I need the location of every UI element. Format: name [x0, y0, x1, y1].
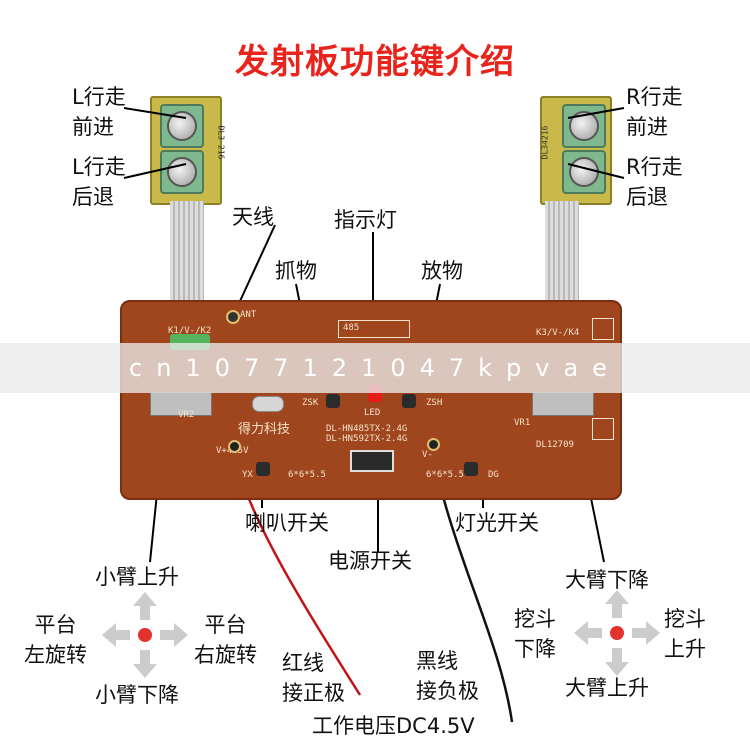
mount-square-right [592, 318, 614, 340]
label-black-wire: 黑线接负极 [416, 649, 479, 703]
board-485-box: 485 [338, 320, 410, 338]
right-direction-pad [574, 590, 660, 676]
right-ribbon-cable [545, 201, 579, 301]
label-l-forward: L行走前进 [72, 85, 126, 139]
board-vminus: V- [422, 450, 433, 460]
red-wire-terminal [228, 440, 241, 453]
watermark-band: cn1077121047kpvae [0, 343, 750, 393]
right-arrows [574, 590, 660, 676]
board-vr1: VR1 [514, 418, 531, 428]
label-horn-switch: 喇叭开关 [245, 511, 329, 535]
horn-button[interactable] [256, 462, 270, 476]
label-small-arm-down: 小臂下降 [95, 683, 179, 707]
board-k34: K3/V-/K4 [536, 328, 580, 338]
grab-button[interactable] [326, 394, 340, 408]
board-dg: DG [488, 470, 499, 480]
board-brand: 得力科技 [238, 422, 291, 437]
power-switch[interactable] [350, 450, 394, 472]
label-light-switch: 灯光开关 [455, 511, 539, 535]
board-vr2: VR2 [178, 410, 195, 420]
board-k12: K1/V-/K2 [168, 326, 212, 336]
board-led: LED [364, 408, 381, 418]
label-voltage: 工作电压DC4.5V [312, 714, 475, 738]
right-back-knob[interactable] [569, 157, 599, 187]
left-back-knob[interactable] [167, 157, 197, 187]
label-l-back: L行走后退 [72, 155, 126, 209]
board-zsk: ZSK [302, 398, 319, 408]
label-big-arm-up: 大臂上升 [565, 676, 649, 700]
page-title: 发射板功能键介绍 [235, 42, 515, 82]
board-yx: YX [242, 470, 253, 480]
label-release: 放物 [421, 259, 463, 283]
right-center-dot [610, 626, 624, 640]
antenna-hole [226, 310, 240, 324]
label-antenna: 天线 [232, 205, 274, 229]
mount-square-right-bottom [592, 418, 614, 440]
board-size2: 6*6*5.5 [426, 470, 464, 480]
board-zsh: ZSH [426, 398, 443, 408]
label-small-arm-up: 小臂上升 [95, 565, 179, 589]
right-pcb-module: DL34216 [540, 96, 612, 205]
board-model2: DL-HN592TX-2.4G [326, 434, 408, 444]
label-platform-right: 平台右旋转 [194, 613, 257, 667]
label-power-switch: 电源开关 [328, 549, 412, 573]
label-platform-left: 平台左旋转 [24, 613, 87, 667]
release-button[interactable] [402, 394, 416, 408]
board-dl: DL12709 [536, 440, 574, 450]
left-pcb-module: DL3 216 [150, 96, 225, 205]
label-bucket-up: 挖斗上升 [664, 607, 706, 661]
light-button[interactable] [464, 462, 478, 476]
label-bucket-down: 挖斗下降 [514, 607, 556, 661]
circuit-board: ANT K1/V-/K2 K3/V-/K4 485 VR2 VR1 ZSK LE… [120, 300, 622, 500]
label-big-arm-down: 大臂下降 [565, 568, 649, 592]
label-red-wire: 红线接正极 [282, 651, 345, 705]
board-size1: 6*6*5.5 [288, 470, 326, 480]
left-arrows [102, 592, 188, 678]
left-center-dot [138, 628, 152, 642]
label-r-back: R行走后退 [626, 155, 683, 209]
label-grab: 抓物 [275, 259, 317, 283]
board-model1: DL-HN485TX-2.4G [326, 424, 408, 434]
label-indicator: 指示灯 [334, 208, 397, 232]
black-wire-terminal [427, 438, 440, 451]
left-ribbon-cable [170, 201, 204, 301]
label-r-forward: R行走前进 [626, 85, 683, 139]
board-ant: ANT [240, 310, 257, 320]
left-direction-pad [102, 592, 188, 678]
vr1-potentiometer[interactable] [532, 392, 594, 416]
crystal [252, 396, 284, 412]
